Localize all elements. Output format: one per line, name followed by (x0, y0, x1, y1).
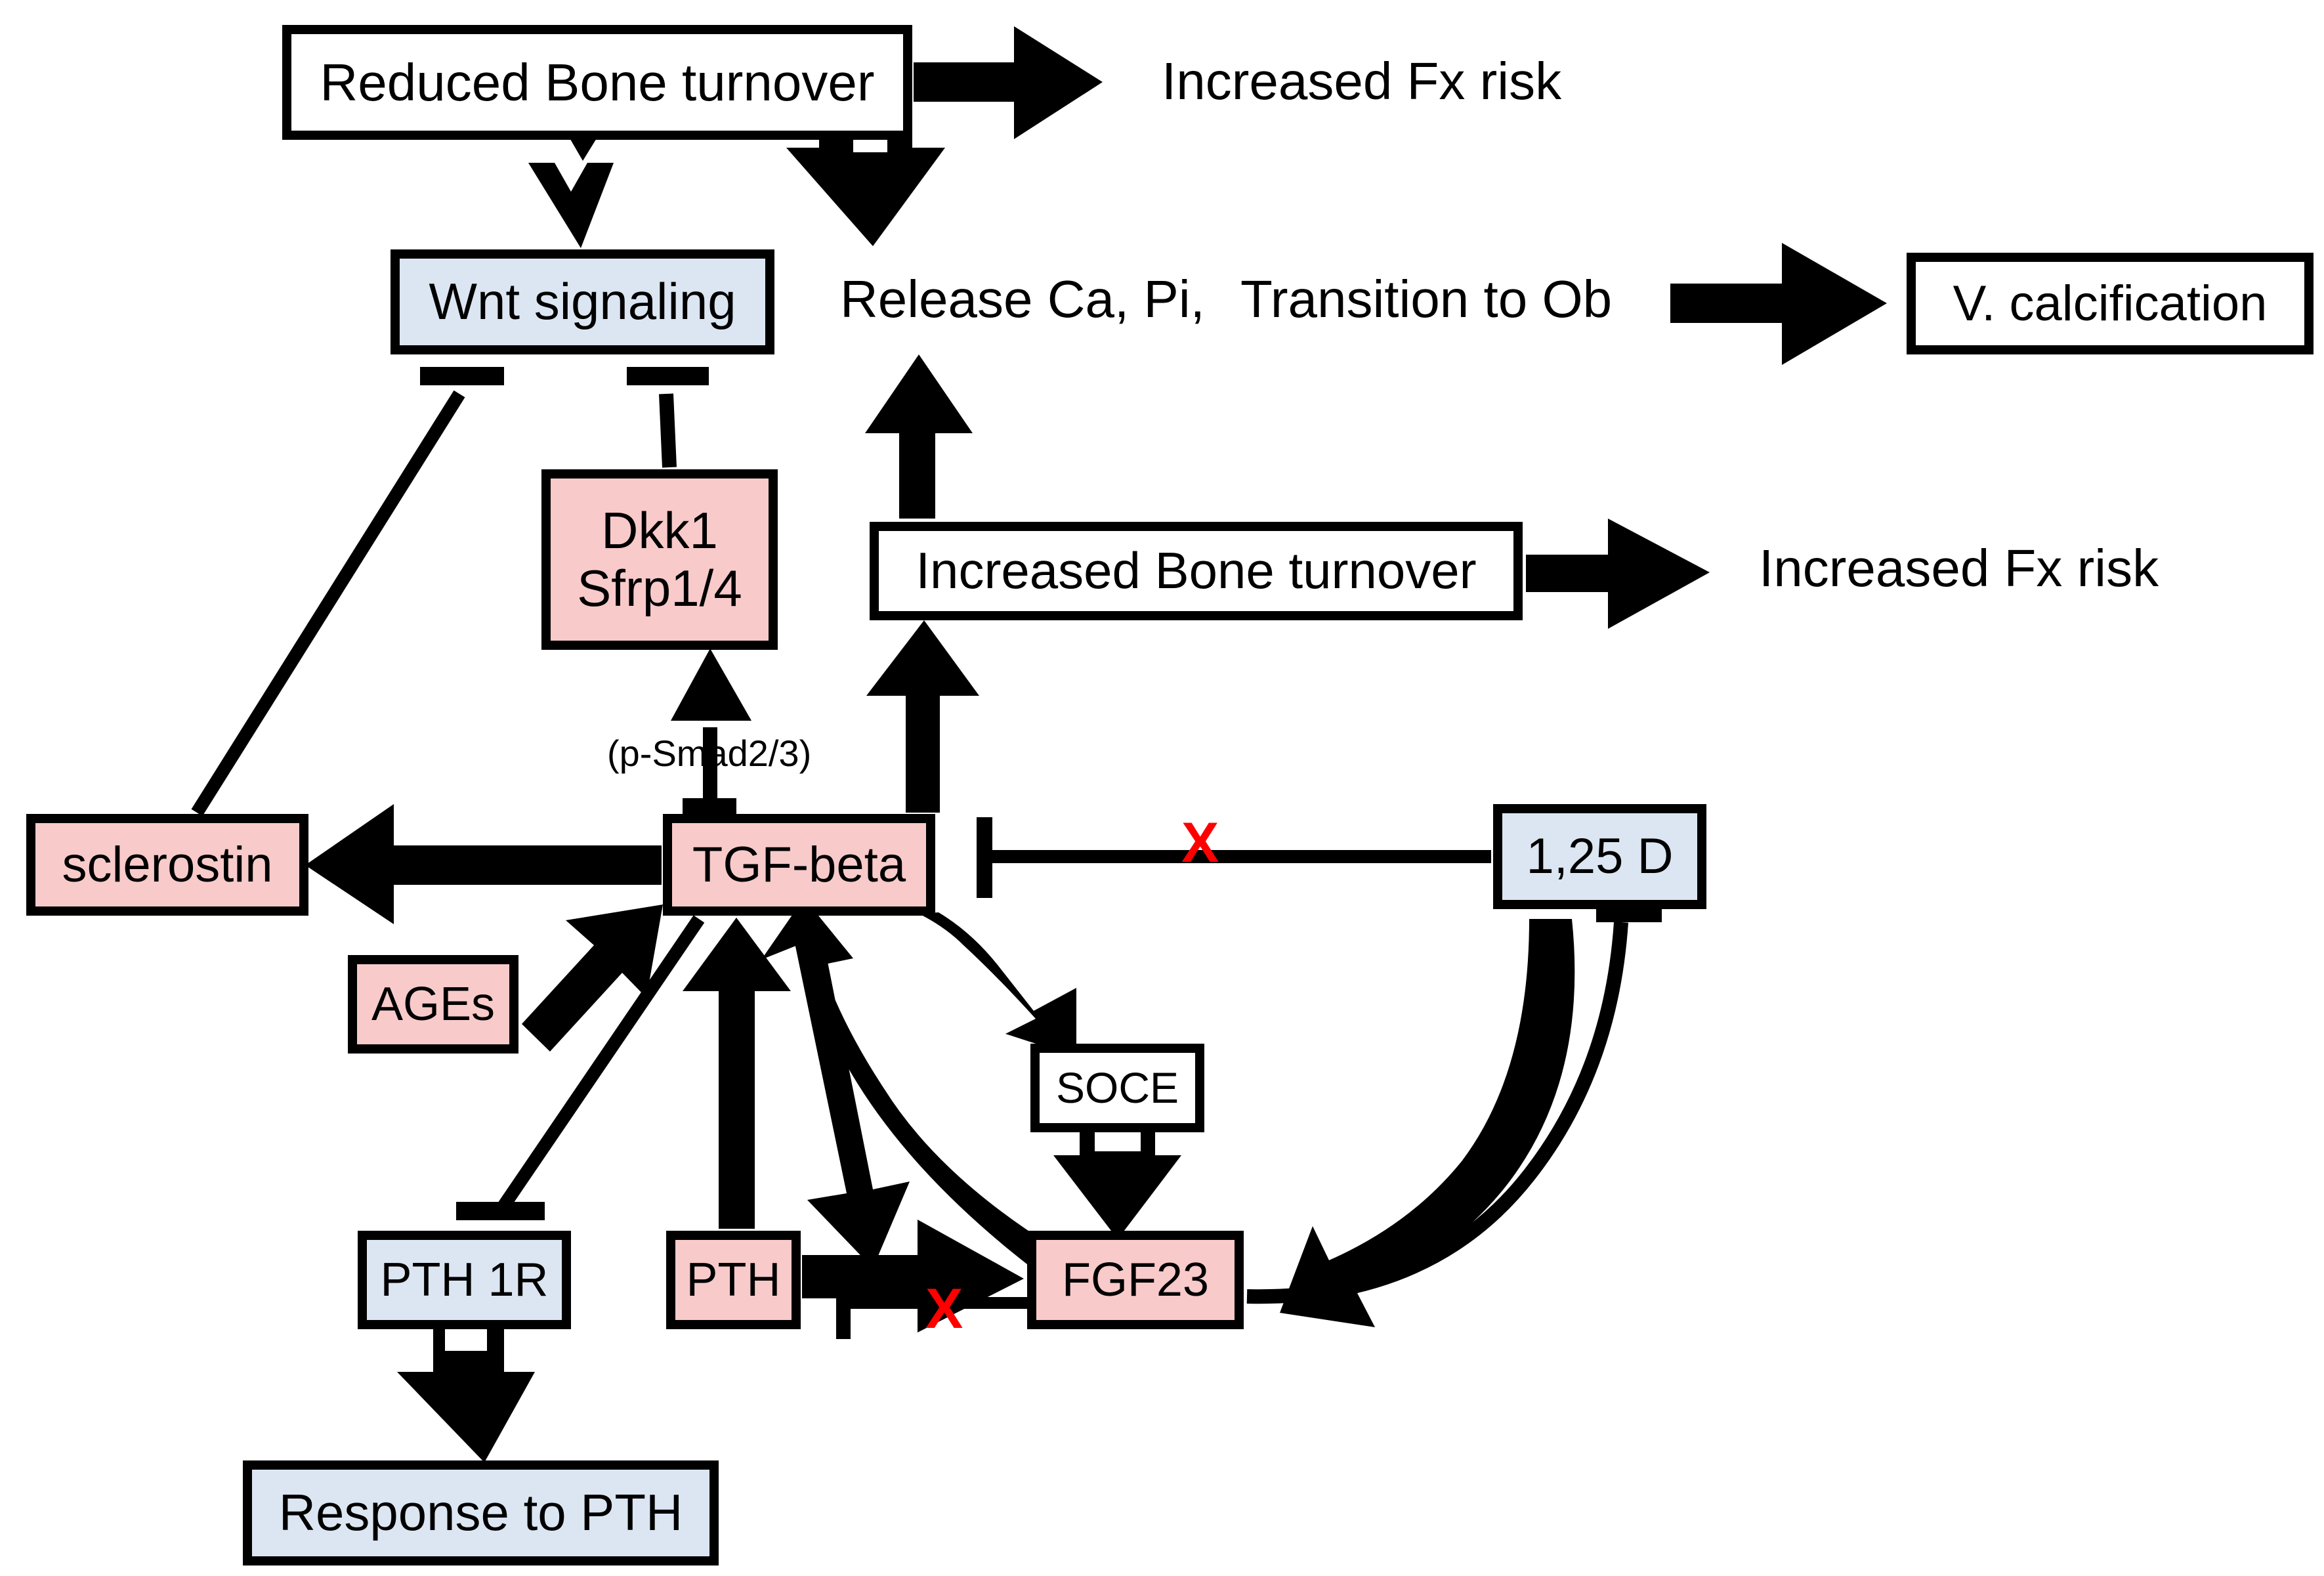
block-marker-label: X (925, 1277, 963, 1340)
edge-fgf23-to-tgf-beta (761, 898, 1051, 1267)
node-label: Wnt signaling (429, 272, 736, 331)
node-label: FGF23 (1061, 1253, 1210, 1306)
node-label: Release Ca, Pi, (840, 270, 1205, 328)
node-label: Reduced Bone turnover (320, 53, 875, 112)
edge-tgf-beta-to-sclerostin (305, 804, 662, 924)
edge-pth-to-tgf-beta (683, 918, 791, 1229)
node-reduced-bone-turnover[interactable]: Reduced Bone turnover (282, 25, 912, 140)
node-increased-bone-turnover[interactable]: Increased Bone turnover (870, 522, 1523, 620)
node-pth-1r[interactable]: PTH 1R (358, 1231, 571, 1329)
edge-transition-to-ob-to-v-calcification (1670, 243, 1887, 365)
edge-ages-to-tgf-beta (522, 905, 663, 1052)
node-release-ca-pi: Release Ca, Pi, (840, 269, 1205, 330)
node-tgf-beta[interactable]: TGF-beta (663, 814, 935, 916)
edge-pth-to-fgf23 (802, 1220, 1024, 1332)
node-label: PTH 1R (380, 1253, 549, 1306)
node-v-calcification[interactable]: V. calcification (1907, 253, 2313, 354)
edge-increased-bone-turnover-to-increased-fx-risk (1526, 519, 1710, 629)
edge-increased-bone-turnover-to-release-ca-pi (865, 354, 973, 519)
node-response-to-pth[interactable]: Response to PTH (243, 1460, 719, 1565)
node-dkk1-sfrp[interactable]: Dkk1 Sfrp1/4 (541, 469, 778, 650)
edge-pth-inhibits-fgf23-blocked (836, 1267, 1027, 1339)
edge-soce-to-fgf23 (1053, 1128, 1181, 1239)
edge-tgf-beta-to-fgf23 (791, 919, 910, 1268)
edge-sclerostin-inhibits-wnt (191, 367, 504, 817)
edge-pth-1r-to-response-to-pth (397, 1325, 535, 1462)
edge-dkk1-inhibits-wnt (627, 367, 709, 468)
edge-reduced-bone-turnover-to-increased-fx-risk (914, 26, 1103, 139)
node-fgf23[interactable]: FGF23 (1027, 1231, 1244, 1329)
block-marker-label: X (1181, 811, 1219, 874)
node-label: Dkk1 Sfrp1/4 (577, 501, 742, 617)
edge-tgf-beta-inhibits-pth-1r (456, 915, 705, 1220)
node-label: Increased Bone turnover (916, 542, 1477, 600)
node-soce[interactable]: SOCE (1030, 1044, 1204, 1132)
edge-tgf-beta-to-increased-bone-turnover (866, 620, 979, 813)
block-marker-pth-fgf23-x: X (925, 1277, 963, 1342)
node-label: SOCE (1055, 1063, 1179, 1112)
node-ages[interactable]: AGEs (348, 955, 518, 1054)
node-label: Increased Fx risk (1759, 539, 2159, 597)
node-sclerostin[interactable]: sclerostin (26, 814, 308, 916)
node-label: Increased Fx risk (1162, 52, 1562, 110)
node-transition-to-ob: Transition to Ob (1240, 269, 1612, 330)
block-marker-tgf-vitd-x: X (1181, 811, 1219, 876)
node-label: Response to PTH (278, 1483, 683, 1542)
node-label: sclerostin (62, 836, 273, 893)
node-wnt-signaling[interactable]: Wnt signaling (391, 249, 774, 354)
edge-tgf-beta-to-dkk1 (671, 649, 751, 814)
node-label: AGEs (371, 977, 496, 1031)
annotation-label: (p-Smad2/3) (607, 733, 812, 774)
node-label: TGF-beta (692, 836, 906, 893)
node-1-25-d[interactable]: 1,25 D (1493, 804, 1706, 909)
node-label: PTH (686, 1253, 781, 1306)
node-label: Transition to Ob (1240, 270, 1613, 328)
node-increased-fx-risk-bottom: Increased Fx risk (1759, 538, 2159, 599)
node-increased-fx-risk-top: Increased Fx risk (1162, 51, 1561, 112)
edge-tgf-beta-to-soce (919, 912, 1076, 1057)
node-label: 1,25 D (1526, 828, 1674, 885)
node-label: V. calcification (1953, 275, 2268, 331)
node-pth[interactable]: PTH (666, 1231, 801, 1329)
edge-vitd-to-fgf23 (1280, 919, 1575, 1327)
edge-fgf23-inhibits-vitd (1246, 905, 1662, 1304)
edge-vitd-inhibits-tgf-beta (977, 817, 1491, 898)
annotation-p-smad: (p-Smad2/3) (607, 732, 811, 775)
